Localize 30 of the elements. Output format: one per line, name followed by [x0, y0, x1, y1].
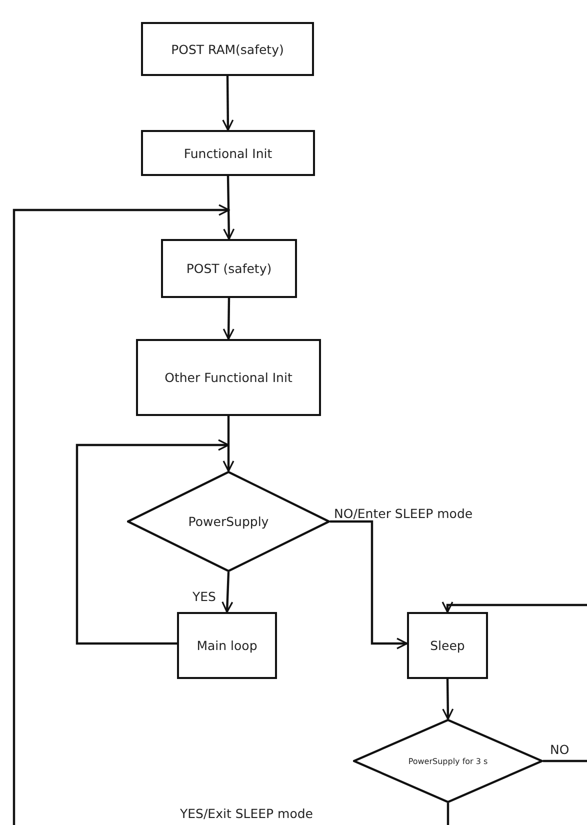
arrow [222, 76, 234, 131]
arrow [223, 176, 235, 240]
edge-label: NO [550, 743, 570, 757]
node-label: POST RAM(safety) [171, 42, 284, 56]
node-label: POST (safety) [186, 261, 272, 276]
edge-label: YES/Exit SLEEP mode [180, 807, 313, 821]
process-box [161, 239, 297, 298]
node-label: PowerSupply for 3 s [408, 756, 488, 766]
process-box [141, 130, 315, 176]
process-box [136, 339, 321, 416]
arrow [222, 572, 234, 613]
node-label: Main loop [196, 638, 258, 653]
node-label: Other Functional Init [164, 370, 292, 385]
process-box [407, 612, 488, 679]
edge-label: YES [192, 590, 216, 604]
edge-label: NO/Enter SLEEP mode [334, 506, 473, 520]
arrow [222, 298, 234, 340]
arrow [76, 439, 230, 645]
arrow [442, 601, 587, 762]
decision-diamond [127, 471, 330, 572]
arrow [12, 204, 450, 825]
arrow [330, 520, 408, 650]
decision-diamond [353, 719, 543, 803]
arrow [442, 678, 454, 720]
process-box [141, 22, 314, 76]
node-label: PowerSupply [188, 514, 269, 529]
process-box [177, 612, 277, 679]
node-label: Functional Init [184, 146, 272, 160]
arrow [222, 416, 234, 472]
node-label: Sleep [430, 638, 465, 653]
